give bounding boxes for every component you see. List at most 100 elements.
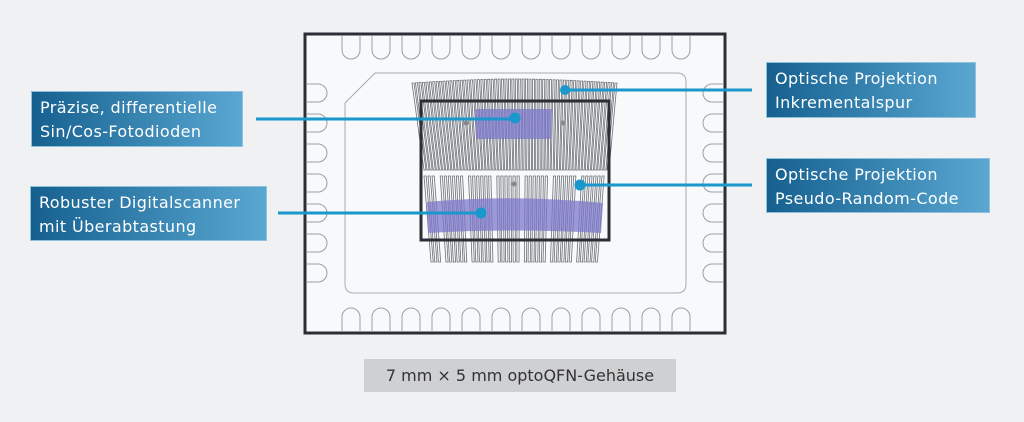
stripe xyxy=(435,81,449,171)
stripe xyxy=(544,79,549,171)
stripe xyxy=(443,175,453,263)
stripe xyxy=(490,78,498,171)
pad xyxy=(702,83,723,103)
digital-scanner-area xyxy=(427,198,603,233)
pad xyxy=(307,143,328,163)
stripe xyxy=(507,78,514,171)
stripe xyxy=(600,82,611,171)
pad xyxy=(491,36,511,60)
stripe xyxy=(483,79,492,171)
stripe xyxy=(535,78,539,171)
stripe xyxy=(569,80,577,171)
stripe xyxy=(494,78,501,171)
stripe xyxy=(476,79,486,171)
stripe xyxy=(531,175,536,263)
stripe xyxy=(584,81,594,171)
stripe xyxy=(447,175,457,263)
stripe xyxy=(564,175,573,263)
stripe xyxy=(456,80,467,171)
stripe xyxy=(568,175,577,263)
stripe xyxy=(500,175,505,263)
stripe xyxy=(431,175,442,263)
pad xyxy=(611,307,631,331)
pad xyxy=(702,143,723,163)
pad xyxy=(371,36,391,60)
pad xyxy=(521,307,541,331)
pad xyxy=(521,36,541,60)
pad xyxy=(307,263,328,283)
stripe xyxy=(527,175,532,263)
stripe xyxy=(594,81,604,171)
stripe xyxy=(521,78,526,171)
stripe xyxy=(553,175,561,263)
pad xyxy=(671,36,691,60)
stripe xyxy=(484,175,490,263)
stripe xyxy=(583,175,593,263)
stripe xyxy=(603,82,614,171)
stripe xyxy=(578,80,587,171)
stripe xyxy=(473,79,483,171)
stripe xyxy=(556,79,563,171)
stripe xyxy=(591,175,601,263)
stripe xyxy=(452,80,464,171)
stripe xyxy=(560,79,566,171)
stripe xyxy=(587,175,597,263)
stripe xyxy=(423,175,434,263)
die-pad-outline xyxy=(344,72,687,294)
stripe xyxy=(496,175,501,263)
code-track-stripes xyxy=(411,78,618,263)
stripe xyxy=(487,78,495,171)
pad xyxy=(671,307,691,331)
stripe xyxy=(472,175,479,263)
stripe xyxy=(525,78,529,171)
stripe xyxy=(514,78,520,171)
stripe xyxy=(547,79,553,171)
label-photodiodes: Präzise, differentielle Sin/Cos-Fotodiod… xyxy=(31,91,243,147)
pad xyxy=(641,36,661,60)
stripe xyxy=(463,79,473,171)
pad xyxy=(461,307,481,331)
stripe xyxy=(476,175,483,263)
pad xyxy=(551,307,571,331)
stripe xyxy=(566,80,573,171)
package-pads xyxy=(307,36,723,331)
stripe xyxy=(579,175,589,263)
stripe xyxy=(581,80,590,171)
pad xyxy=(702,233,723,253)
pad xyxy=(702,263,723,283)
label-incremental-track: Optische Projektion Inkrementalspur xyxy=(766,62,976,118)
stripe xyxy=(538,175,544,263)
stripe xyxy=(594,175,605,263)
stripe xyxy=(414,82,430,171)
stripe xyxy=(518,78,523,171)
stripe xyxy=(468,175,475,263)
stripe xyxy=(418,82,433,171)
label-digital-scanner: Robuster Digitalscanner mit Überabtastun… xyxy=(30,186,267,241)
stripe xyxy=(538,78,542,171)
stripe xyxy=(576,175,585,263)
stripe xyxy=(459,79,470,171)
pad xyxy=(491,307,511,331)
stripe xyxy=(563,79,570,171)
pad xyxy=(431,307,451,331)
stripe xyxy=(553,79,559,171)
stripe xyxy=(425,81,439,171)
stripe xyxy=(523,175,528,263)
pad xyxy=(401,36,421,60)
pad xyxy=(702,173,723,193)
stripe xyxy=(421,81,436,171)
pad xyxy=(341,36,361,60)
callout-lines xyxy=(256,85,752,219)
stripe xyxy=(480,79,489,171)
pad xyxy=(307,173,328,193)
stripe xyxy=(504,175,509,263)
stripe xyxy=(528,78,532,171)
stripe xyxy=(449,80,461,171)
pad xyxy=(401,307,421,331)
stripe xyxy=(511,78,517,171)
stripe xyxy=(445,80,458,171)
stripe xyxy=(455,175,464,263)
sensor-die xyxy=(419,99,611,242)
pad xyxy=(581,36,601,60)
